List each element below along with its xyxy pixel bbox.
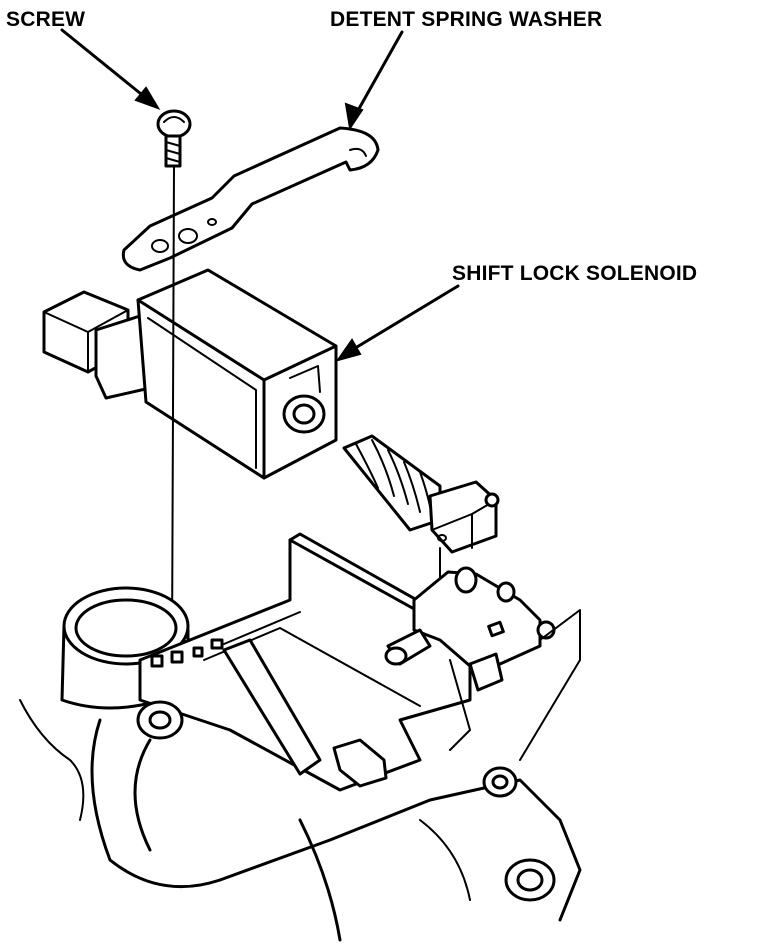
screw xyxy=(156,109,192,168)
label-detent-spring-washer: DETENT SPRING WASHER xyxy=(330,8,602,31)
shift-lever-base-assembly xyxy=(19,532,582,942)
solenoid-plunger-spring xyxy=(342,434,500,554)
shift-lock-pawl-linkage xyxy=(384,566,581,761)
leader-arrow-screw xyxy=(60,28,161,110)
detent-spring-washer xyxy=(121,126,380,272)
leader-arrow-detent-spring-washer xyxy=(344,30,404,131)
label-shift-lock-solenoid: SHIFT LOCK SOLENOID xyxy=(452,262,697,285)
shift-lock-solenoid-body xyxy=(42,268,338,480)
label-screw: SCREW xyxy=(6,8,85,31)
leader-arrow-shift-lock-solenoid xyxy=(335,284,460,362)
